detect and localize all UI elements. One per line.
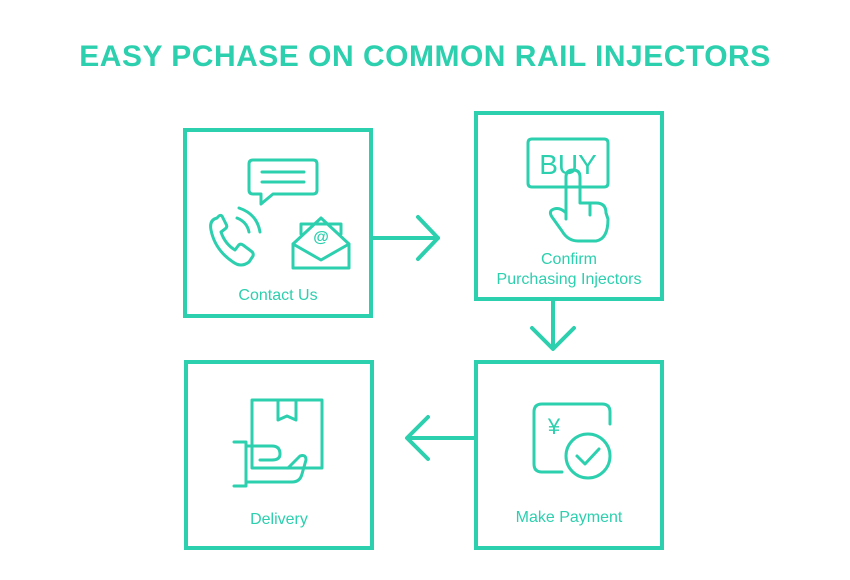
email-icon: @ (291, 216, 351, 270)
delivery-icons (232, 398, 324, 488)
svg-text:@: @ (313, 229, 329, 246)
arrow-contact-to-confirm (371, 215, 440, 261)
svg-text:¥: ¥ (547, 414, 561, 439)
step-confirm-purchasing: BUY Confirm Purchasing Injectors (474, 111, 664, 301)
buy-button-icon: BUY (526, 137, 610, 189)
step-label-confirm-line1: Confirm (540, 251, 597, 268)
arrow-confirm-to-payment (530, 299, 576, 351)
step-label-payment: Make Payment (515, 509, 623, 526)
chat-icon (247, 158, 319, 206)
phone-icon (209, 206, 262, 267)
contact-icons: @ (209, 158, 351, 270)
svg-text:BUY: BUY (539, 149, 597, 180)
hand-icon (232, 440, 308, 488)
page-title: EASY PCHASE ON COMMON RAIL INJECTORS (79, 40, 771, 73)
pointing-hand-icon (548, 168, 610, 243)
confirm-icons: BUY (526, 137, 610, 243)
payment-icons: ¥ (532, 402, 612, 480)
package-icon (250, 398, 324, 470)
yen-card-icon: ¥ (532, 402, 612, 474)
step-label-delivery: Delivery (250, 511, 308, 528)
step-contact-us: @ Contact Us (183, 128, 373, 318)
step-label-confirm-line2: Purchasing Injectors (496, 271, 642, 288)
check-circle-icon (564, 432, 612, 480)
step-label-contact: Contact Us (238, 287, 318, 304)
step-delivery: Delivery (184, 360, 374, 550)
arrow-payment-to-delivery (405, 415, 476, 461)
step-make-payment: ¥ Make Payment (474, 360, 664, 550)
